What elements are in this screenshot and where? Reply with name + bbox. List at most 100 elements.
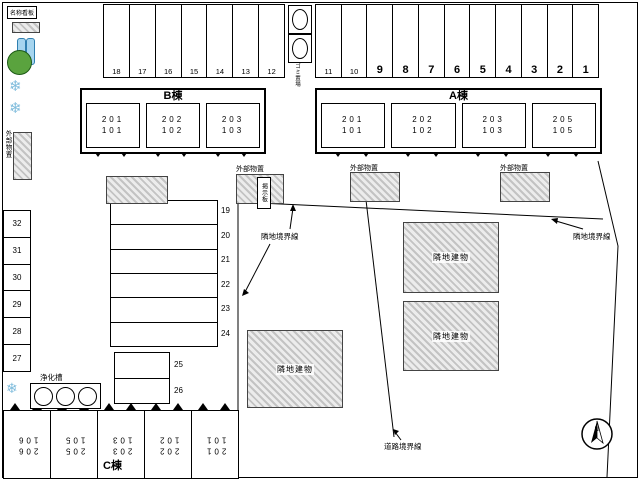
parking-stall [110, 272, 218, 299]
parking-stall: 3 [520, 4, 548, 78]
bin-box [288, 34, 312, 63]
stall-number: 11 [324, 67, 333, 76]
compass-north-label: N [595, 427, 599, 433]
arrow-road-boundary [393, 429, 402, 441]
storage-box [106, 176, 168, 204]
parking-stall: 15 [180, 4, 208, 78]
compass: N [581, 418, 613, 450]
unit-upper: 202 [156, 446, 180, 456]
neighbor-boundary-label: 隣地境界線 [573, 232, 611, 241]
ext-storage-box [350, 172, 400, 202]
ext-storage-label: 外部物置 [236, 166, 264, 173]
parking-row-1-11: 11 10 9 8 7 6 5 4 3 2 1 [315, 4, 600, 78]
bin-lid-icon [292, 9, 308, 30]
unit-upper: 201 [101, 115, 125, 125]
parking-stall: 30 [3, 263, 31, 292]
unit-lower: 101 [341, 125, 365, 135]
unit-lower: 102 [161, 125, 185, 135]
stall-number: 10 [349, 67, 359, 76]
ext-storage-label: 外部物置 [350, 165, 378, 172]
snowflake-icon: ❄ [9, 78, 22, 95]
stall-number: 4 [505, 64, 512, 76]
unit-upper: 202 [412, 115, 435, 125]
parking-stall: 8 [392, 4, 419, 78]
septic-cover-icon [77, 386, 97, 406]
name-signboard-icon [12, 22, 40, 33]
stall-number: 21 [221, 255, 230, 264]
unit-lower: 101 [203, 435, 227, 445]
parking-stall: 14 [206, 4, 234, 78]
parking-stall: 29 [3, 290, 31, 319]
bulletin-board-label: 掲示板 [260, 183, 267, 203]
stall-number: 3 [531, 64, 538, 76]
snowflake-icon: ❄ [9, 100, 22, 117]
parking-row-12-18: 18 17 16 15 14 13 12 [103, 4, 286, 78]
snowflake-icon: ❄ [6, 380, 18, 396]
unit-lower: 101 [101, 125, 125, 135]
stall-number: 18 [112, 67, 121, 76]
parking-stall [110, 297, 218, 323]
neighbor-boundary-label: 隣地境界線 [261, 232, 299, 241]
parking-stall: 12 [258, 4, 286, 78]
parking-stall: 27 [3, 344, 31, 372]
stall-number: 26 [174, 386, 183, 395]
stall-number: 14 [215, 67, 225, 76]
septic-cover-icon [55, 386, 75, 406]
parking-stack-19-24 [110, 200, 218, 347]
parking-stall: 17 [128, 4, 156, 78]
stall-number: 8 [402, 64, 409, 76]
stall-number: 9 [376, 64, 383, 76]
road-boundary-line [365, 199, 395, 438]
unit-lower: 105 [62, 435, 86, 445]
stall-number: 16 [163, 67, 173, 76]
parking-stall: 31 [3, 236, 31, 265]
ext-storage-label: 外部物置 [500, 165, 528, 172]
arrow-neighbor-boundary-right [551, 218, 584, 230]
unit-upper: 203 [482, 115, 505, 125]
parking-stall [110, 248, 218, 274]
arrow-neighbor-boundary-up [289, 204, 296, 230]
stall-number: 30 [12, 273, 22, 283]
left-storage-label: 外部物置 [4, 130, 11, 158]
stall-number: 19 [221, 206, 230, 215]
stall-number: 7 [428, 64, 435, 76]
parking-stall: 28 [3, 317, 31, 346]
parking-stall: 5 [469, 4, 497, 78]
neighbor-building: 隣地建物 [403, 222, 499, 293]
bin-lid-icon [292, 38, 308, 59]
unit-upper: 201 [341, 115, 365, 125]
trash-area-label: ゴミ置場 [294, 63, 300, 87]
arrow-neighbor-boundary-downleft [242, 243, 271, 296]
building-b-title: B棟 [163, 90, 183, 102]
unit-upper: 206 [15, 446, 39, 456]
septic-cover-icon [34, 386, 54, 406]
stall-number: 12 [267, 67, 276, 76]
tree-icon [7, 50, 32, 75]
parking-stall: 32 [3, 210, 31, 238]
name-signboard-label: 名称看板 [7, 6, 38, 19]
stall-number: 25 [174, 360, 183, 369]
unit-lower: 103 [221, 125, 245, 135]
parking-stall: 6 [443, 4, 471, 78]
stall-number: 32 [12, 219, 22, 229]
unit-lower: 106 [15, 435, 39, 445]
left-storage-box [13, 132, 32, 180]
stall-number: 6 [453, 64, 461, 76]
parking-stall [110, 321, 218, 347]
unit-lower: 103 [109, 435, 133, 445]
unit-lower: 105 [552, 125, 576, 135]
stall-number: 27 [12, 353, 22, 363]
stall-number: 22 [221, 280, 230, 289]
neighbor-building-label: 隣地建物 [276, 363, 314, 375]
parking-stall: 16 [154, 4, 182, 78]
